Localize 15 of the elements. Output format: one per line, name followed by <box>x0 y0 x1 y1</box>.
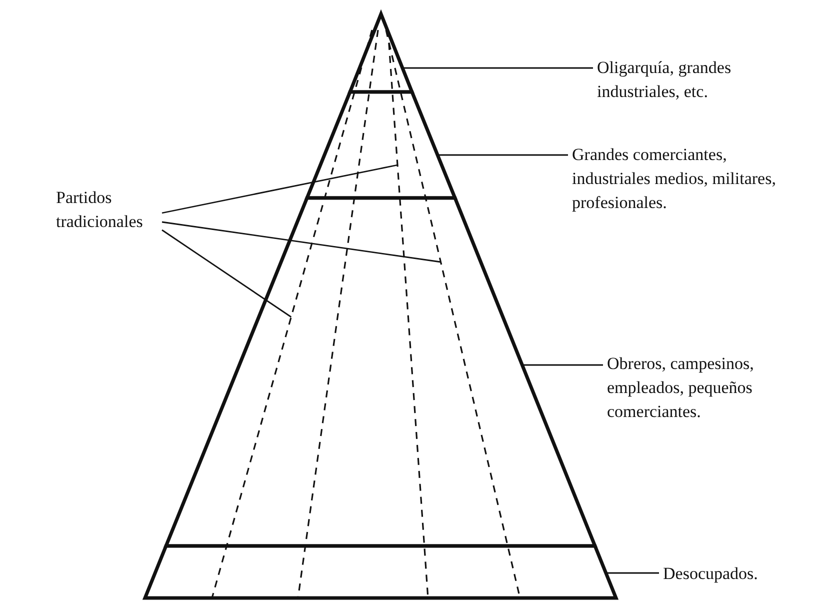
class-label: Partidos tradicionales <box>56 186 160 234</box>
leader-line <box>162 229 292 318</box>
leader-line <box>438 154 568 156</box>
dashed-line <box>297 30 379 598</box>
class-label: Desocupados. <box>663 562 803 586</box>
leader-line <box>162 221 441 263</box>
dashed-line <box>211 30 373 598</box>
leader-line <box>162 164 398 214</box>
class-label: Oligarquía, grandes industriales, etc. <box>597 56 787 104</box>
leader-line <box>402 67 593 69</box>
pyramid-band <box>142 544 619 600</box>
class-label: Grandes comerciantes, industriales medios, militares, profesionales. <box>572 143 782 215</box>
leader-line <box>606 572 659 574</box>
class-label: Obreros, campesinos, empleados, pequeños comerciantes. <box>607 352 807 424</box>
leader-line <box>522 364 603 366</box>
